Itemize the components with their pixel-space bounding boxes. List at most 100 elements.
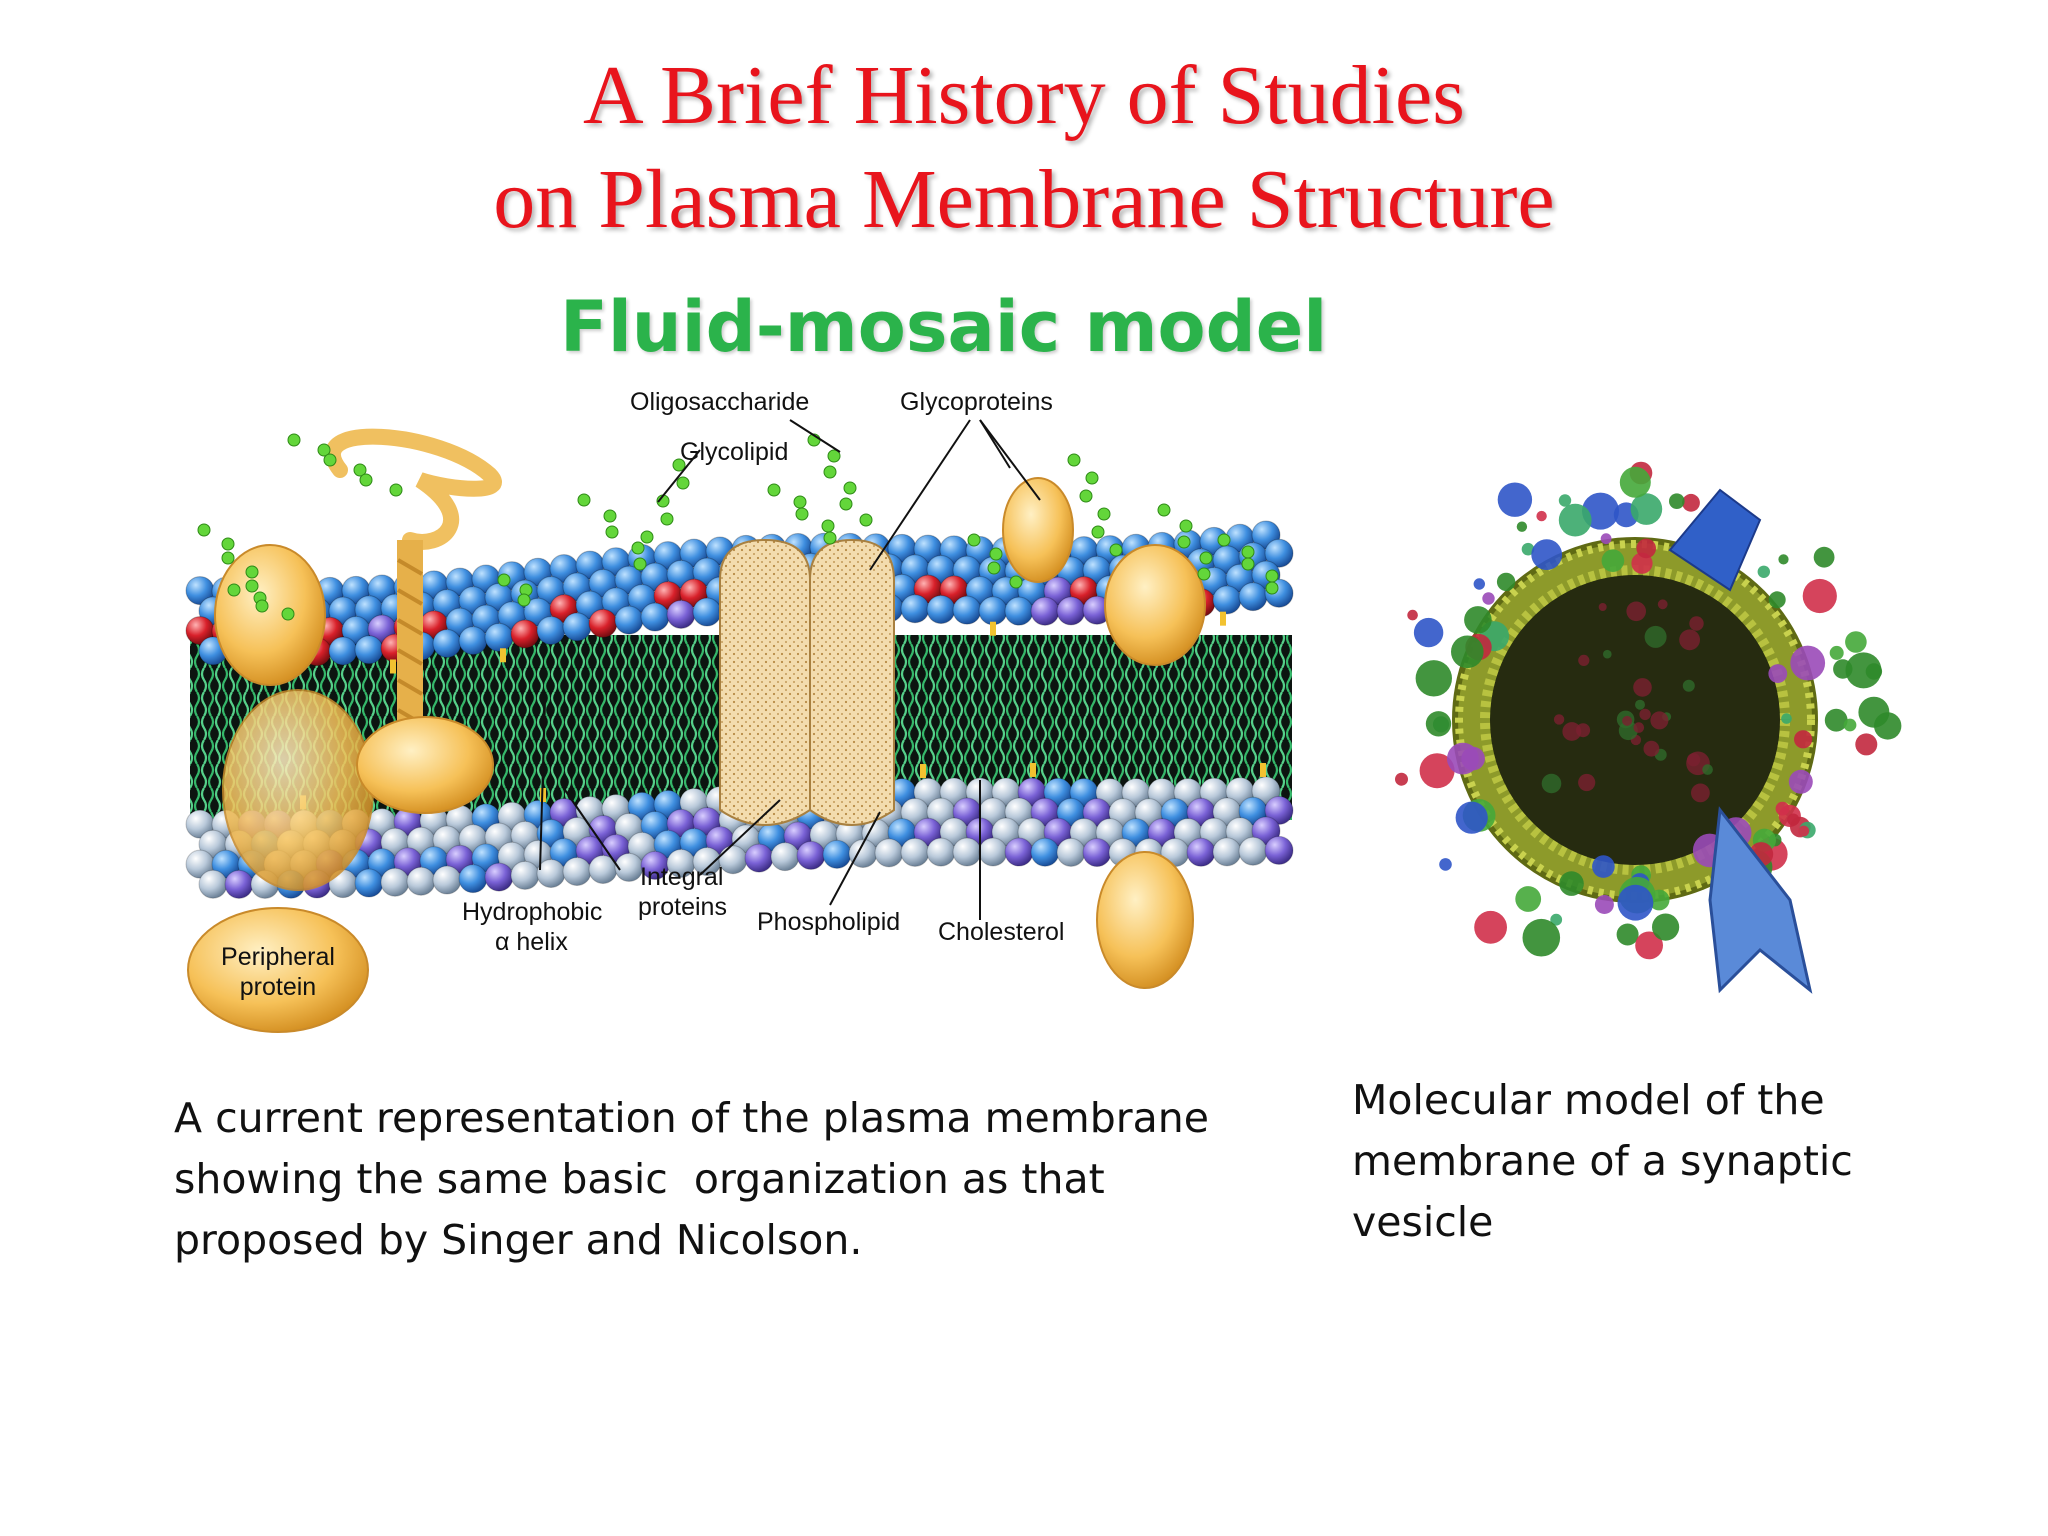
phospholipid-head — [1238, 582, 1268, 612]
vesicle-protein-blob — [1473, 578, 1485, 590]
sugar-residue — [605, 525, 619, 539]
vesicle-protein-blob — [1865, 663, 1883, 680]
cholesterol-molecule — [500, 648, 506, 663]
sugar-residue — [317, 443, 331, 457]
sugar-residue — [221, 551, 235, 565]
sugar-residue — [353, 463, 367, 477]
leader-line — [979, 419, 1041, 501]
phospholipid-head — [1004, 837, 1034, 867]
phospholipid-head — [926, 594, 956, 624]
slide-subtitle: Fluid-mosaic model — [560, 286, 1328, 368]
vesicle-lumen-blob — [1626, 601, 1646, 622]
caption-left-line-1: A current representation of the plasma m… — [174, 1094, 1209, 1142]
sugar-residue — [255, 599, 269, 613]
vesicle-atpase-complex — [1708, 806, 1813, 994]
sugar-residue — [281, 607, 295, 621]
cholesterol-molecule — [920, 764, 926, 779]
phospholipid-head — [1004, 596, 1034, 626]
sugar-residue — [517, 593, 531, 607]
channel-protein-right — [809, 538, 895, 826]
phospholipid-head — [588, 608, 618, 638]
phospholipid-head — [562, 612, 592, 642]
sugar-residue — [989, 547, 1003, 561]
sugar-residue — [1217, 533, 1231, 547]
phospholipid-head — [432, 629, 462, 659]
vesicle-lumen-blob — [1689, 616, 1704, 631]
vesicle-protein-blob — [1843, 718, 1857, 732]
label-peripheral-1: Peripheral — [221, 943, 335, 971]
sugar-residue — [987, 561, 1001, 575]
vesicle-protein-blob — [1652, 913, 1680, 941]
sugar-residue — [1009, 575, 1023, 589]
vesicle-lumen-blob — [1635, 699, 1645, 710]
cholesterol-molecule — [1260, 762, 1266, 777]
vesicle-protein-blue — [1668, 488, 1762, 592]
membrane-labels: Oligosaccharide Glycoproteins Glycolipid… — [462, 388, 1064, 956]
sugar-residue — [1085, 471, 1099, 485]
slide-title-line-2: on Plasma Membrane Structure — [493, 153, 1555, 246]
leader-line — [869, 419, 971, 571]
vesicle-lumen-blob — [1562, 722, 1582, 741]
label-phospholipid: Phospholipid — [757, 908, 900, 936]
vesicle-protein-blob — [1619, 466, 1651, 498]
vesicle-protein-blob — [1630, 493, 1663, 525]
phospholipid-head — [1264, 538, 1294, 568]
vesicle-lumen-blob — [1603, 649, 1612, 659]
sugar-residue — [1097, 507, 1111, 521]
glycoprotein — [1002, 477, 1074, 583]
sugar-residue — [823, 531, 837, 545]
caption-right-line-1: Molecular model of the — [1352, 1076, 1825, 1124]
phospholipid-head — [952, 837, 982, 867]
vesicle-protein-blob — [1594, 895, 1614, 914]
vesicle-protein-blob — [1536, 510, 1547, 522]
vesicle-lumen-blob — [1644, 625, 1667, 648]
peripheral-protein-shape — [187, 907, 369, 1033]
phospholipid-head — [1030, 596, 1060, 626]
phospholipid-head — [1264, 795, 1294, 825]
vesicle-protein-blob — [1788, 769, 1813, 794]
sugar-residue — [967, 533, 981, 547]
helix-stripes — [396, 558, 424, 726]
label-peripheral-2: protein — [240, 973, 316, 1001]
vesicle-lumen-blob — [1682, 679, 1695, 692]
glycoprotein — [214, 544, 326, 686]
vesicle-protein-blob — [1778, 554, 1789, 565]
sugar-residue — [795, 507, 809, 521]
caption-right-line-2: membrane of a synaptic — [1352, 1137, 1853, 1185]
label-hydrophobic-2: α helix — [495, 928, 568, 956]
vesicle-protein-blob — [1845, 631, 1867, 653]
phospholipid-head — [978, 837, 1008, 867]
alpha-helix-loop — [325, 428, 502, 550]
phospholipid-head — [1264, 835, 1294, 865]
vesicle-lumen-blob — [1578, 773, 1596, 792]
vesicle-protein-blob — [1522, 918, 1561, 957]
phospholipid-head — [198, 869, 228, 899]
phospholipid-head — [614, 605, 644, 635]
leader-line — [539, 699, 546, 871]
phospholipid-head — [1238, 836, 1268, 866]
phospholipid-head — [1030, 837, 1060, 867]
label-glycoproteins: Glycoproteins — [900, 388, 1053, 416]
cholesterol-molecule — [390, 659, 396, 674]
vesicle-protein-clusters — [1395, 461, 1902, 994]
label-hydrophobic-1: Hydrophobic — [462, 898, 602, 926]
label-leader-lines — [539, 419, 1041, 920]
sugar-residue — [1091, 525, 1105, 539]
phospholipid-head — [900, 594, 930, 624]
integral-protein — [222, 689, 374, 891]
phospholipid-head — [1212, 585, 1242, 615]
vesicle-protein-blob — [1482, 592, 1495, 605]
phospholipid-head — [562, 857, 592, 887]
oligosaccharide-chains — [197, 433, 1279, 621]
vesicle-protein-blob — [1617, 884, 1654, 921]
phospholipid-head — [458, 626, 488, 656]
phospholipid-head — [1056, 837, 1086, 867]
phospholipid-head — [1056, 596, 1086, 626]
phospholipid-head — [406, 866, 436, 896]
phospholipid-head — [874, 838, 904, 868]
phospholipid-head — [978, 596, 1008, 626]
sugar-residue — [287, 433, 301, 447]
vesicle-protein-blob — [1757, 565, 1770, 578]
phospholipid-head — [692, 597, 722, 627]
sugar-residue — [1197, 567, 1211, 581]
